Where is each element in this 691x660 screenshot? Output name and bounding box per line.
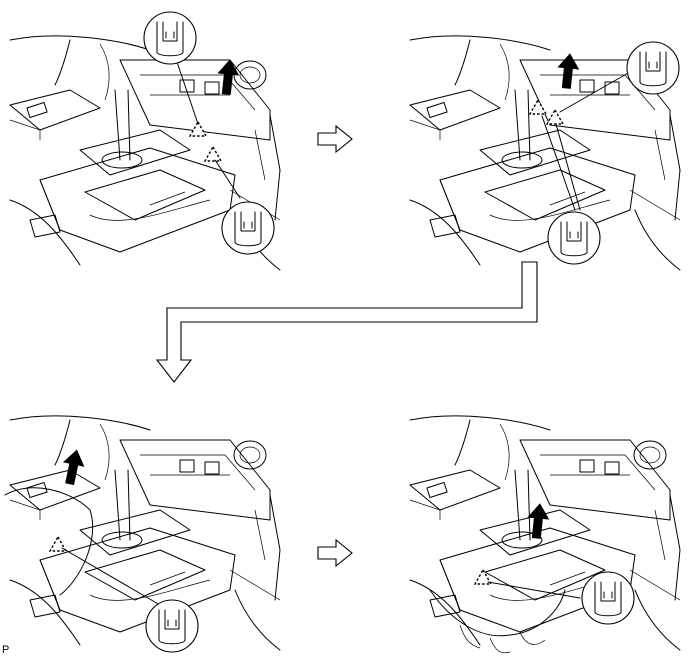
flow-arrow-right-icon (317, 125, 353, 153)
clip-marker-icon (204, 146, 222, 162)
pull-up-arrow-icon (215, 58, 241, 96)
clip-callout-icon (143, 11, 197, 65)
clip-callout-icon (221, 201, 275, 255)
clip-callout-icon (145, 599, 199, 653)
flow-arrow-down-left-icon (155, 261, 538, 383)
flow-arrow-right-icon (317, 539, 353, 567)
clip-callout-icon (547, 211, 601, 265)
clip-callout-icon (626, 41, 680, 95)
figure-corner-label: P (2, 644, 10, 656)
console-drawing (409, 415, 681, 651)
panel-step-1 (9, 11, 281, 271)
console-drawing (9, 415, 281, 651)
panel-step-2 (409, 35, 681, 271)
clip-marker-icon (529, 99, 547, 115)
clip-callout-icon (581, 571, 635, 625)
pull-up-arrow-icon (555, 52, 581, 90)
panel-step-3 (4, 415, 281, 653)
pull-up-arrow-icon (59, 447, 88, 487)
panel-step-4 (409, 415, 681, 654)
